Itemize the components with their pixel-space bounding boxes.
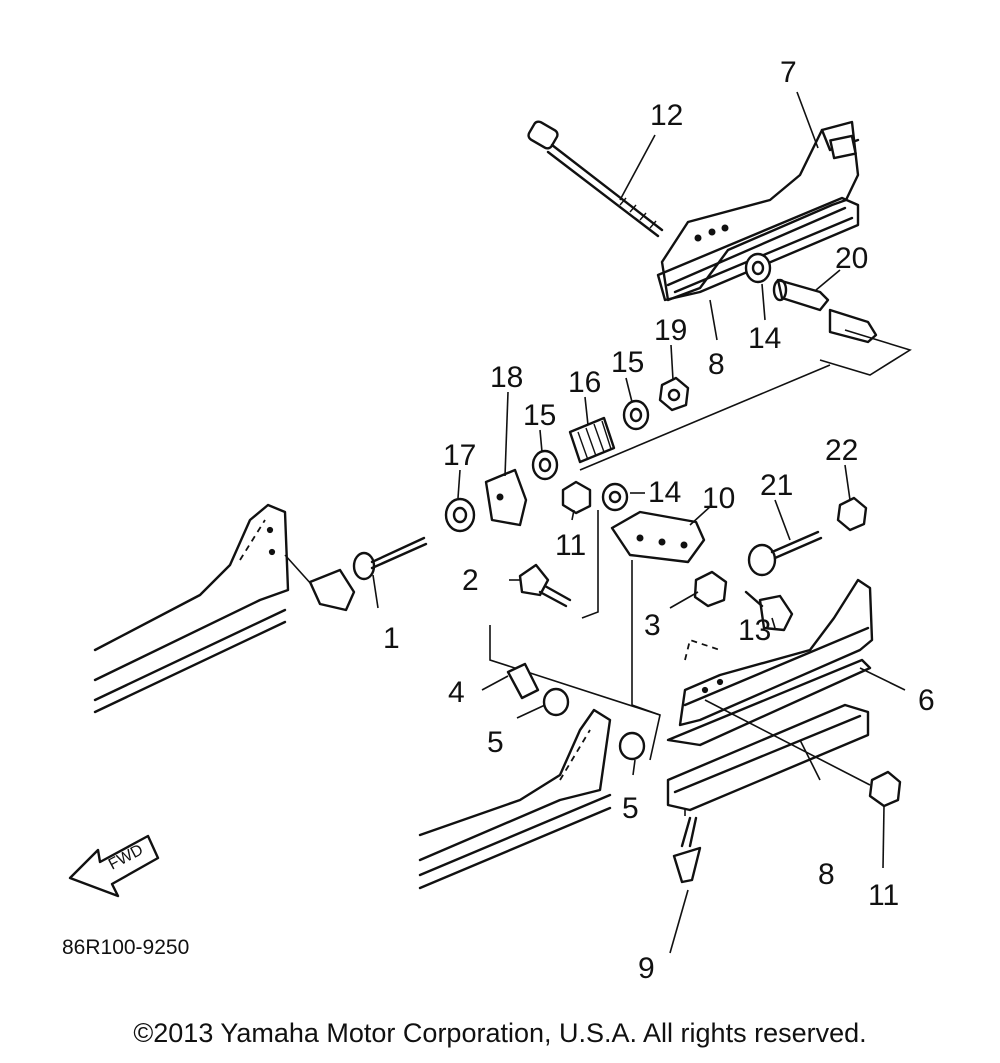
lower-left-seat-rail — [418, 708, 612, 890]
callout-5a: 5 — [487, 726, 504, 759]
callout-14a: 14 — [748, 322, 781, 355]
callout-12: 12 — [650, 99, 683, 132]
callout-1: 1 — [383, 622, 400, 655]
leader-lines — [372, 91, 906, 954]
part-2-bolt — [518, 563, 572, 608]
callout-6: 6 — [918, 684, 935, 717]
left-seat-rail — [93, 503, 290, 714]
fwd-arrow-icon: FWD — [68, 834, 160, 898]
callout-4: 4 — [448, 676, 465, 709]
callout-2: 2 — [462, 564, 479, 597]
part-11-nut-a — [561, 480, 592, 515]
lower-rail-8 — [666, 703, 870, 812]
callout-10: 10 — [702, 482, 735, 515]
part-15-collar-b — [622, 399, 650, 431]
callout-5b: 5 — [622, 792, 639, 825]
callout-13: 13 — [738, 614, 771, 647]
part-21-bolt — [747, 530, 823, 577]
callout-17: 17 — [443, 439, 476, 472]
part-11-nut-b — [868, 770, 902, 808]
part-1-bolt — [284, 536, 428, 612]
diagram-code: 86R100-9250 — [62, 936, 189, 959]
part-18-block — [484, 468, 528, 527]
callout-8a: 8 — [708, 348, 725, 381]
callout-8b: 8 — [818, 858, 835, 891]
right-seat-rail — [666, 578, 874, 747]
bolt-12 — [527, 120, 664, 238]
callout-11b: 11 — [868, 879, 899, 912]
part-13-bolt — [744, 590, 794, 632]
bolt-20 — [772, 278, 878, 344]
part-5-collar-b — [618, 731, 646, 761]
part-10-bracket — [610, 510, 706, 564]
part-3-nut — [693, 570, 728, 608]
part-19-nut — [658, 376, 690, 412]
part-5-collar-a — [542, 687, 570, 717]
callout-22: 22 — [825, 434, 858, 467]
part-14-washer — [601, 482, 629, 512]
callout-19: 19 — [654, 314, 687, 347]
part-15-collar-a — [531, 449, 559, 481]
callout-21: 21 — [760, 469, 793, 502]
callout-7: 7 — [780, 56, 797, 89]
callout-14b: 14 — [648, 476, 681, 509]
callout-15b: 15 — [611, 346, 644, 379]
callout-15a: 15 — [523, 399, 556, 432]
callout-20: 20 — [835, 242, 868, 275]
part-17-bushing — [444, 497, 476, 533]
callout-3: 3 — [644, 609, 661, 642]
callout-16: 16 — [568, 366, 601, 399]
callout-9: 9 — [638, 952, 655, 985]
part-4-bushing — [506, 662, 540, 700]
part-16-spring — [568, 416, 616, 464]
washer-14-top — [744, 252, 772, 284]
part-9-screw — [672, 808, 702, 884]
copyright-text: ©2013 Yamaha Motor Corporation, U.S.A. A… — [133, 1018, 866, 1048]
callout-18: 18 — [490, 361, 523, 394]
part-22-nut — [836, 496, 868, 532]
callout-11a: 11 — [555, 529, 586, 562]
